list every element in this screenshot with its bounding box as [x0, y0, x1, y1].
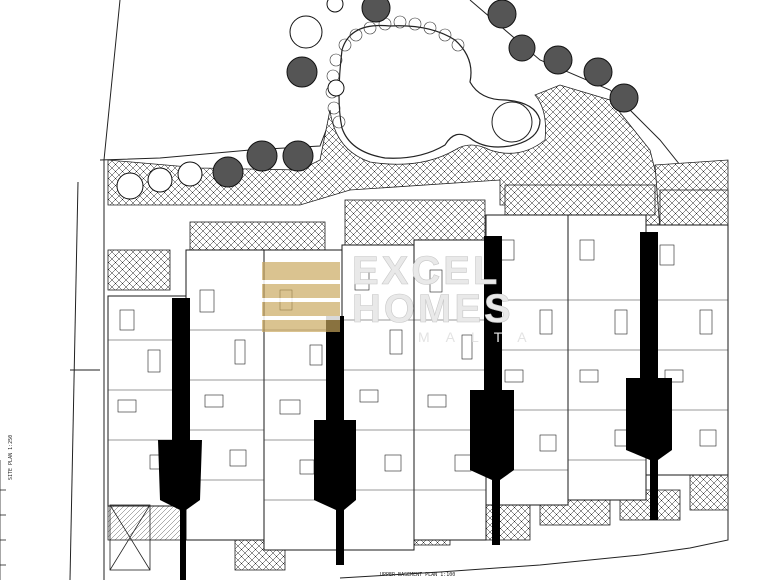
stair-cores — [158, 232, 672, 580]
watermark-line2: HOMES — [352, 287, 514, 331]
side-scale-label: SITE PLAN 1:250 — [8, 435, 14, 480]
left-scale-strip — [0, 460, 6, 580]
furniture — [117, 239, 717, 475]
watermark-logo — [262, 262, 340, 332]
watermark-line1: EXCEL — [352, 249, 500, 293]
logo-mark — [262, 262, 340, 332]
drawing-title: UPPER BASEMENT PLAN 1:100 — [380, 572, 455, 578]
swimming-pool — [338, 24, 541, 159]
entrance-block — [109, 504, 151, 571]
landscape-trees — [116, 0, 639, 200]
watermark-line3: MALTA — [418, 329, 543, 345]
